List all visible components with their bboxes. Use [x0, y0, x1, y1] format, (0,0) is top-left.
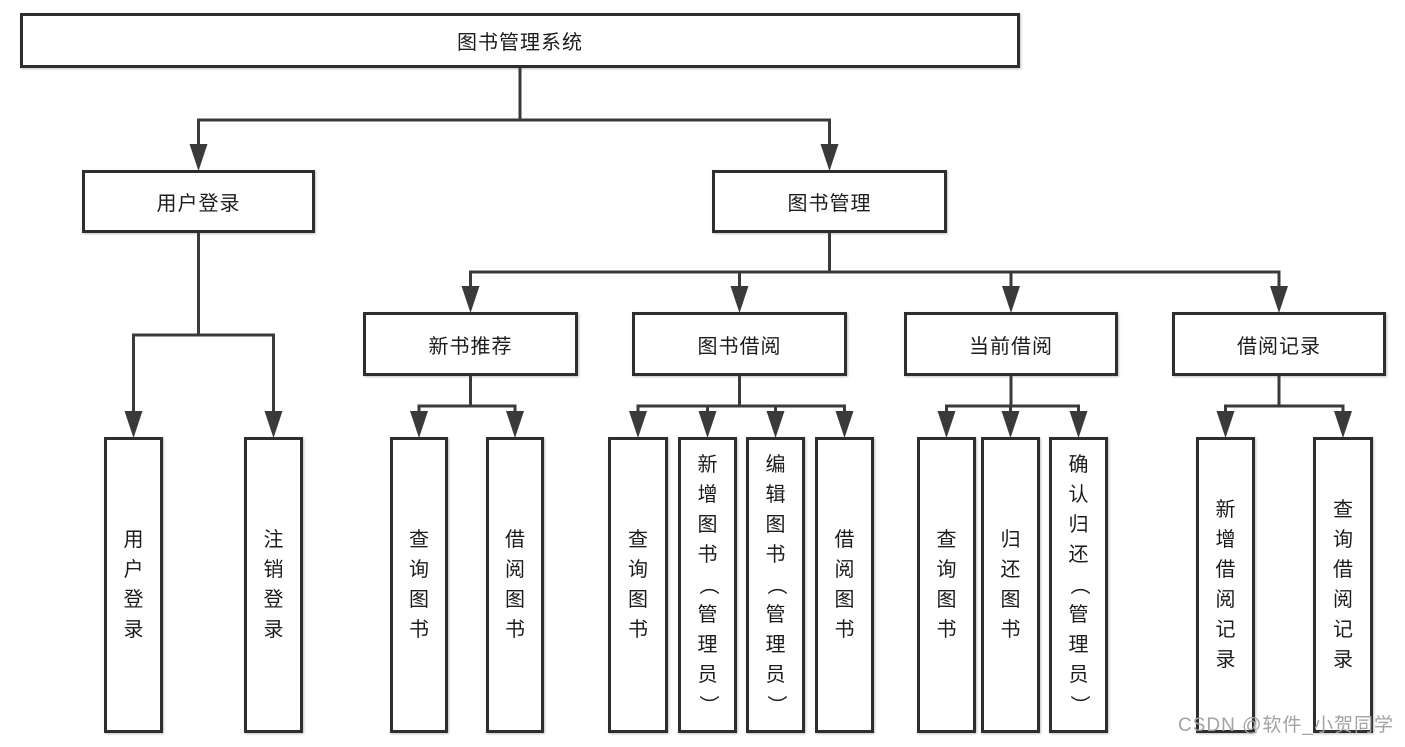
node-leaf-nbr-query: 查询图书 [390, 437, 448, 733]
node-label: 编辑图书（管理员） [764, 454, 787, 715]
arrowhead-down-icon [1002, 286, 1020, 313]
node-borrow-records: 借阅记录 [1172, 312, 1386, 376]
node-book-mgmt: 图书管理 [712, 170, 947, 233]
node-label: 新增借阅记录 [1215, 499, 1236, 671]
arrowhead-down-icon [1270, 286, 1288, 313]
arrowhead-down-icon [698, 411, 717, 438]
watermark: CSDN @软件_小贺同学 [1178, 715, 1394, 736]
node-leaf-bb-add: 新增图书（管理员） [678, 437, 737, 733]
node-label: 用户登录 [123, 529, 144, 641]
arrowhead-down-icon [189, 144, 208, 171]
node-label: 图书借阅 [697, 335, 782, 358]
arrowhead-down-icon [264, 411, 283, 438]
node-label: 查询图书 [628, 529, 648, 641]
node-leaf-bb-borrow: 借阅图书 [815, 437, 874, 733]
node-leaf-user-login: 用户登录 [104, 437, 163, 733]
node-new-book-rec: 新书推荐 [363, 312, 578, 376]
node-label: 图书管理 [787, 193, 872, 215]
node-leaf-logout: 注销登录 [244, 437, 303, 733]
arrowhead-down-icon [461, 286, 480, 313]
node-label: 用户登录 [156, 193, 241, 215]
node-user-login: 用户登录 [82, 170, 315, 233]
arrowhead-down-icon [1069, 411, 1088, 438]
node-leaf-cb-query: 查询图书 [917, 437, 976, 733]
node-leaf-cb-return: 归还图书 [981, 437, 1040, 733]
node-label: 注销登录 [263, 529, 284, 641]
arrowhead-down-icon [835, 411, 854, 438]
arrowhead-down-icon [124, 411, 143, 438]
node-leaf-bb-query: 查询图书 [608, 437, 668, 733]
node-leaf-bb-edit: 编辑图书（管理员） [746, 437, 805, 733]
arrowhead-down-icon [730, 286, 749, 313]
arrowhead-down-icon [1334, 411, 1352, 438]
arrowhead-down-icon [1216, 411, 1235, 438]
node-leaf-cb-confirm: 确认归还（管理员） [1049, 437, 1108, 733]
node-label: 当前借阅 [969, 335, 1053, 358]
node-label: 归还图书 [1000, 529, 1021, 641]
node-label: 确认归还（管理员） [1067, 454, 1090, 715]
node-leaf-br-add: 新增借阅记录 [1196, 437, 1255, 733]
arrowhead-down-icon [820, 144, 839, 171]
node-label: 借阅图书 [505, 529, 525, 641]
node-label: 查询图书 [936, 529, 957, 641]
node-label: 图书管理系统 [457, 32, 583, 54]
arrowhead-down-icon [506, 411, 524, 438]
node-label: 新书推荐 [428, 335, 513, 358]
node-current-borrow: 当前借阅 [904, 312, 1118, 376]
arrowhead-down-icon [629, 411, 647, 438]
node-root: 图书管理系统 [20, 13, 1020, 68]
node-label: 借阅图书 [834, 529, 855, 641]
node-label: 查询图书 [409, 529, 429, 641]
arrowhead-down-icon [937, 411, 956, 438]
arrowhead-down-icon [410, 411, 428, 438]
node-label: 新增图书（管理员） [696, 454, 719, 715]
node-leaf-br-query: 查询借阅记录 [1313, 437, 1373, 733]
arrowhead-down-icon [766, 411, 785, 438]
node-label: 借阅记录 [1237, 335, 1321, 358]
arrowhead-down-icon [1001, 411, 1020, 438]
node-leaf-nbr-borrow: 借阅图书 [486, 437, 544, 733]
node-book-borrow: 图书借阅 [632, 312, 847, 376]
node-label: 查询借阅记录 [1333, 499, 1353, 671]
